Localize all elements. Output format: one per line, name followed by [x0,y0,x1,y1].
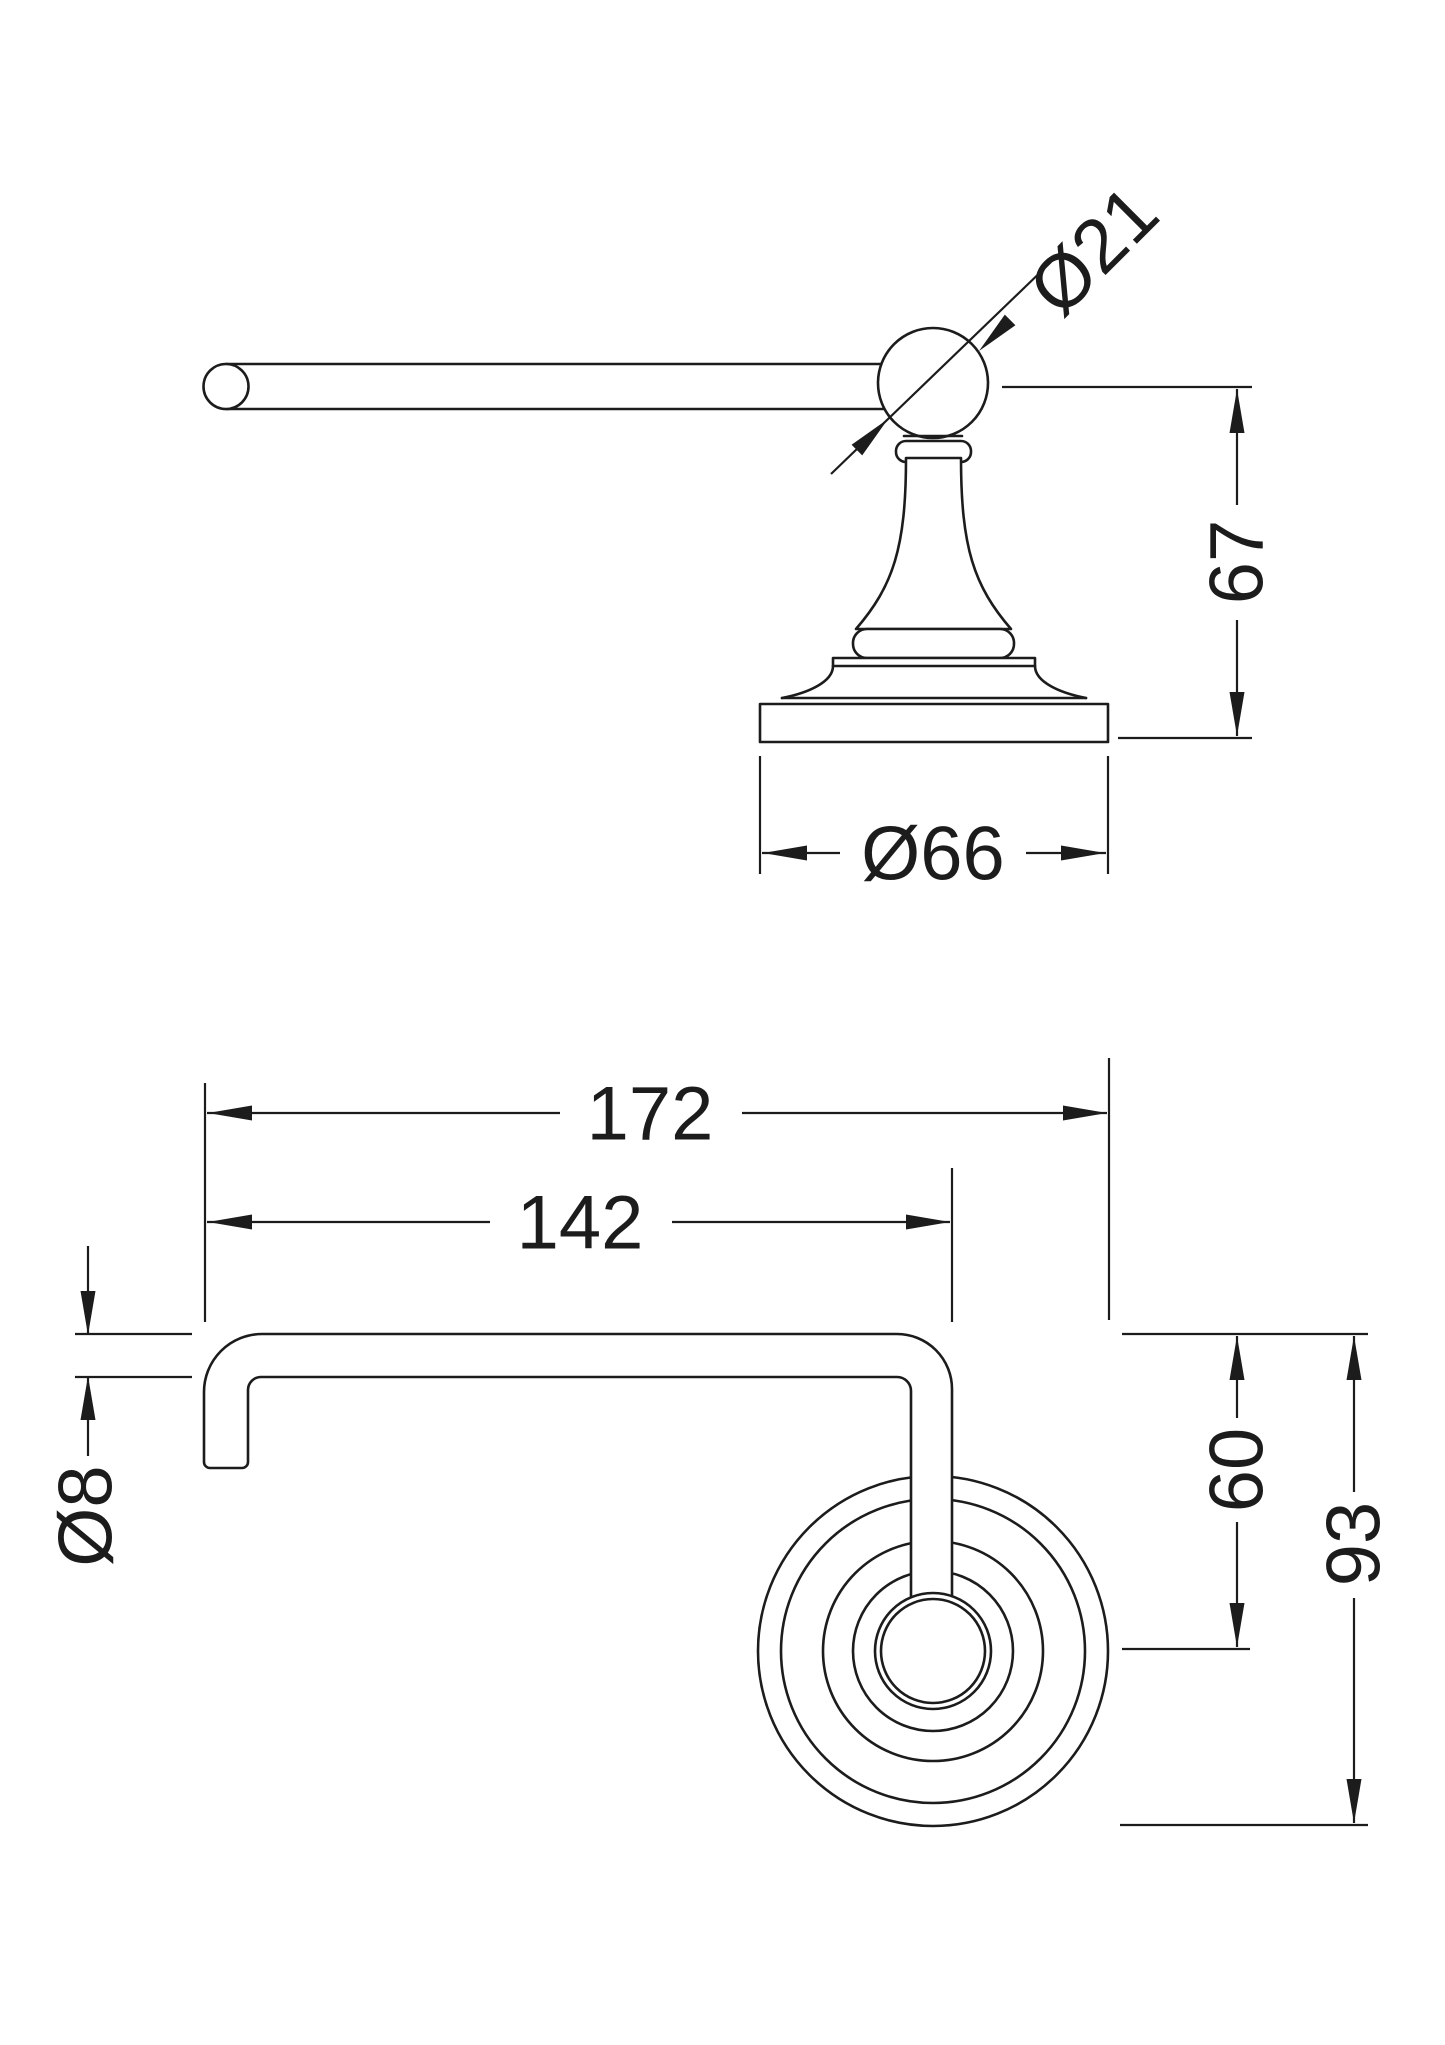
dim-overall-depth: 93 [1120,1336,1397,1827]
dim-ball-diameter: Ø21 [830,170,1175,475]
dim-label-ball-diameter: Ø21 [1013,170,1175,332]
arrowhead [1229,692,1245,736]
dim-label-bar-diameter: Ø8 [44,1465,129,1566]
base-flare-left [780,664,835,700]
arrowhead [1229,1336,1245,1380]
dim-wall-to-center: 60 [1122,1336,1280,1651]
base-step [831,656,1037,668]
dim-label-arm-projection: 142 [517,1181,644,1266]
base-plate-side [758,702,1110,744]
dim-label-wall-to-center: 60 [1195,1428,1280,1513]
dim-label-height: 67 [1195,520,1280,605]
dim-label-base-diameter: Ø66 [861,812,1005,897]
arrowhead [1229,389,1245,433]
pivot-ball [876,326,990,440]
arrowhead [1346,1336,1362,1380]
dim-label-overall-projection: 172 [587,1072,714,1157]
pedestal-stem [854,456,1013,631]
dim-bar-diameter: Ø8 [44,1246,192,1567]
towel-bar-end-cap [202,362,250,411]
arrowhead [1346,1779,1362,1823]
dim-arm-projection: 142 [207,1168,954,1322]
arrowhead [80,1291,96,1335]
plan-view: 172 142 Ø8 [44,1058,1397,1828]
arrowhead [208,1214,252,1230]
side-view: Ø21 67 Ø66 [202,170,1280,897]
dim-base-diameter: Ø66 [758,756,1110,897]
arrowhead [973,314,1016,357]
bar-post-outer [873,1591,993,1711]
arrowhead [80,1376,96,1420]
arrowhead [1061,845,1105,861]
arrowhead [763,845,807,861]
base-flare-right [1033,664,1088,700]
dim-overall-projection: 172 [203,1058,1111,1322]
arrowhead [906,1214,950,1230]
towel-bar-plan [202,1332,954,1599]
bar-post-inner [879,1597,987,1705]
arrowhead [208,1105,252,1121]
arrowhead [1063,1105,1107,1121]
arrowhead [1229,1603,1245,1647]
arrowhead [851,413,894,456]
pedestal-bead [851,627,1016,660]
dim-height: 67 [1002,385,1280,740]
dim-label-overall-depth: 93 [1312,1502,1397,1587]
